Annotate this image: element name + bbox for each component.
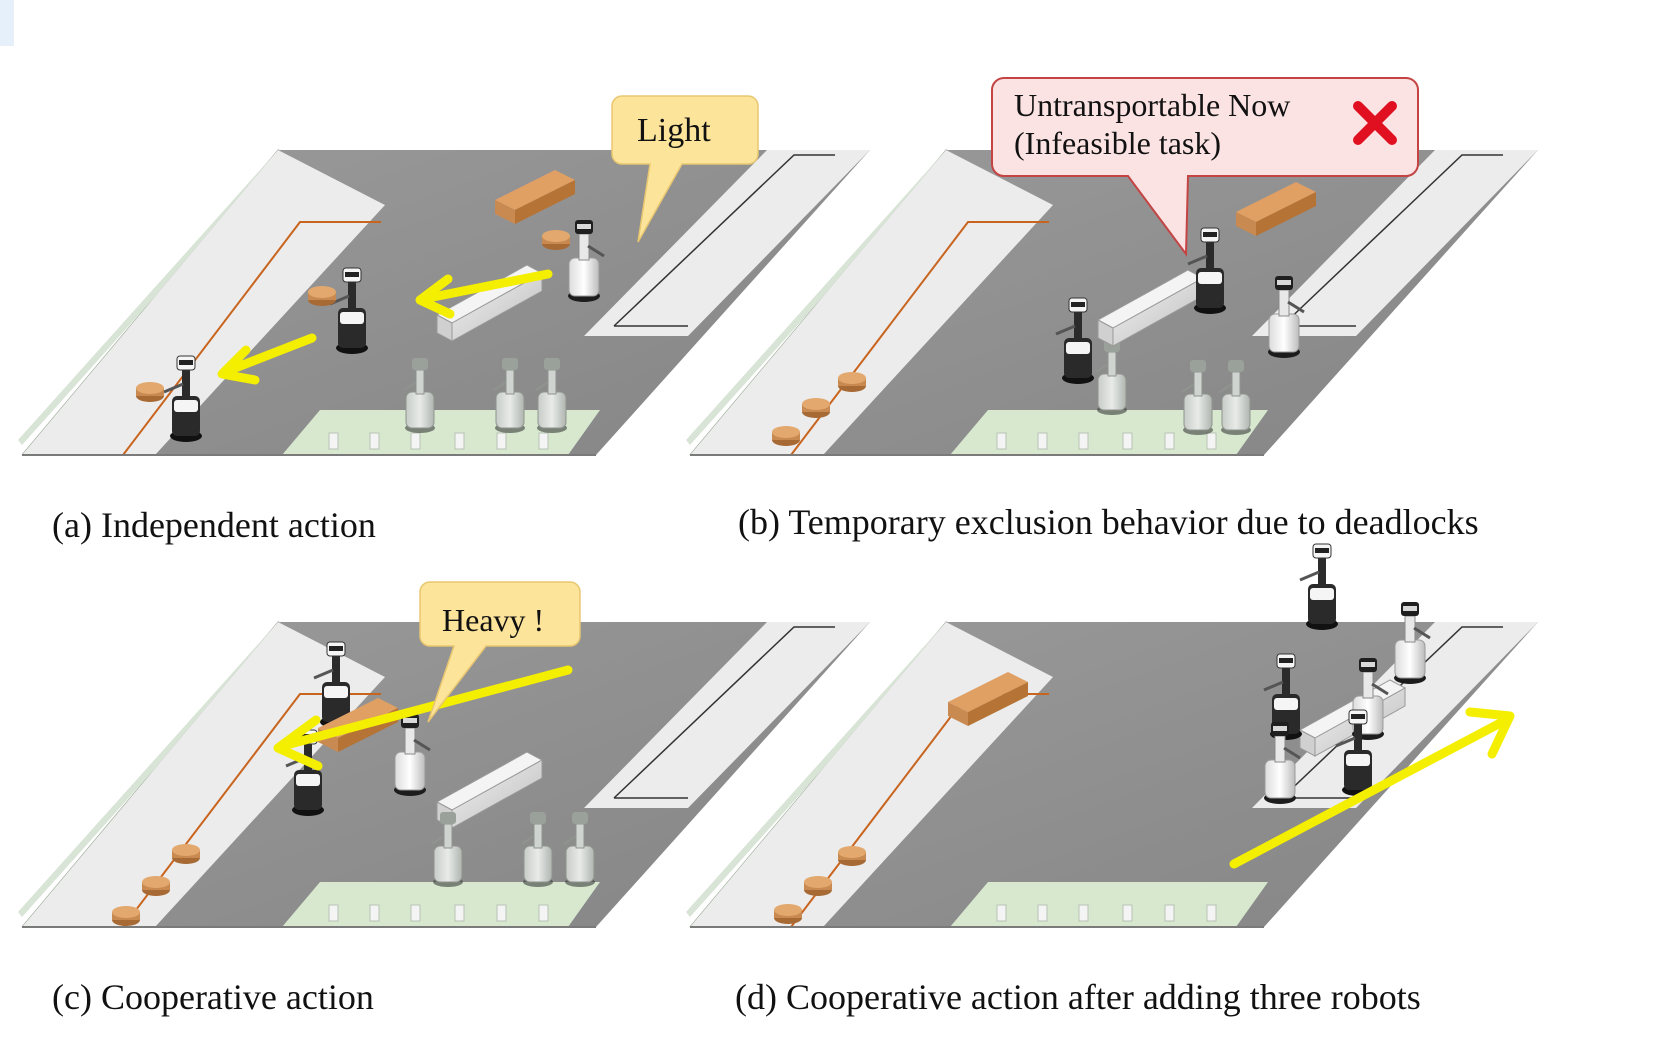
- panel-a-package-2: [308, 286, 336, 306]
- caption-b: (b) Temporary exclusion behavior due to …: [738, 502, 1479, 542]
- panel-a-arrow-2: [217, 333, 317, 385]
- caption-a: (a) Independent action: [52, 505, 376, 545]
- callout-light-text: Light: [637, 112, 711, 149]
- callout-light-bubble: [611, 95, 759, 243]
- caption-d: (d) Cooperative action after adding thre…: [735, 977, 1421, 1017]
- panel-c: [17, 621, 871, 928]
- panel-d-arrow: [1229, 707, 1515, 869]
- callout-heavy-text: Heavy !: [442, 602, 545, 638]
- panel-a-arrow-1: [415, 269, 553, 319]
- caption-c: (c) Cooperative action: [52, 977, 374, 1017]
- callout-untransportable-bubble: [991, 77, 1419, 257]
- corner-tab: [0, 0, 14, 46]
- panel-c-arrow: [273, 665, 573, 771]
- callout-untransportable-line2: (Infeasible task): [1014, 125, 1222, 161]
- red-cross-icon: [1353, 101, 1397, 145]
- callout-heavy-bubble: [419, 581, 581, 723]
- panel-a-package-1: [542, 230, 570, 250]
- panel-a-package-3: [136, 382, 164, 402]
- callout-untransportable-text: Untransportable Now (Infeasible task): [1014, 86, 1290, 162]
- callout-untransportable-line1: Untransportable Now: [1014, 87, 1291, 123]
- panel-d: [685, 542, 1539, 928]
- panel-a: [17, 95, 871, 456]
